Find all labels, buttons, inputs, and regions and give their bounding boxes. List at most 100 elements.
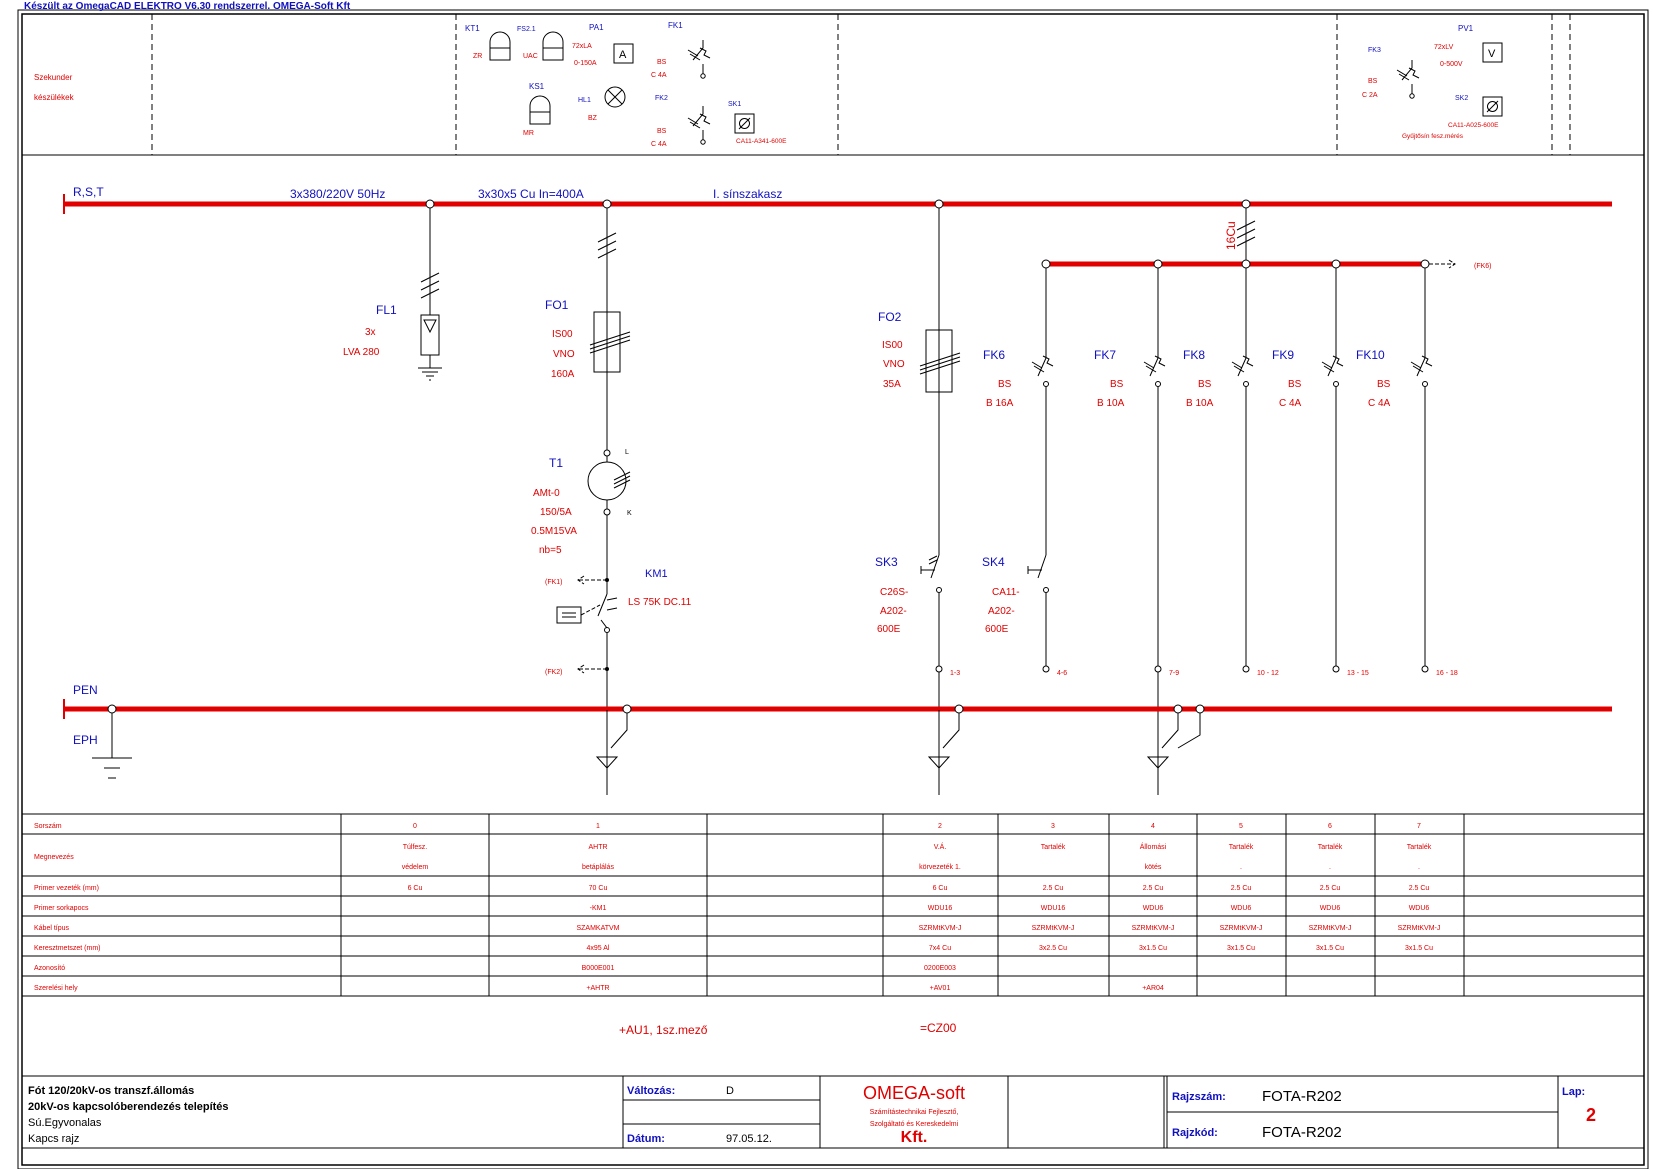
company-sub-1: Számítástechnikai Fejlesztő, xyxy=(870,1109,959,1116)
fuse-fo2-icon xyxy=(925,329,953,393)
sheet-frame xyxy=(21,13,1645,1166)
table-cell: WDU6 xyxy=(1231,905,1252,912)
label-pa1: PA1 xyxy=(589,23,604,32)
label-t1-c: 0.5M15VA xyxy=(531,526,577,537)
table-cell: 3x1.5 Cu xyxy=(1405,945,1433,952)
label-fk2-a: BS xyxy=(657,128,667,135)
table-cell: . xyxy=(1418,864,1420,871)
main-busbar: R,S,T 3x380/220V 50Hz 3x30x5 Cu In=400A … xyxy=(63,185,1612,214)
label-t1-k: K xyxy=(627,510,632,517)
location-au: +AU1, 1sz.mező xyxy=(619,1023,708,1037)
table-row-label: Megnevezés xyxy=(34,854,74,861)
label-fk9: FK9 xyxy=(1272,348,1294,362)
label-fk2-b: C 4A xyxy=(651,141,667,148)
label-fo1: FO1 xyxy=(545,298,569,312)
table-cell: WDU6 xyxy=(1143,905,1164,912)
table-cell: WDU6 xyxy=(1409,905,1430,912)
table-cell: 3x1.5 Cu xyxy=(1316,945,1344,952)
table-row-label: Primer vezeték (mm) xyxy=(34,885,99,892)
label-sk3-b: A202- xyxy=(880,606,907,617)
project-line-3: Sú.Egyvonalas xyxy=(28,1117,102,1129)
label-fk10-b: C 4A xyxy=(1368,398,1391,409)
label-t1-l: L xyxy=(625,449,629,456)
label-fk1-a: BS xyxy=(657,59,667,66)
label-kt1: KT1 xyxy=(465,24,480,33)
label-pen: PEN xyxy=(73,683,98,697)
label-fo1-b: VNO xyxy=(553,349,575,360)
ammeter-icon xyxy=(613,43,634,64)
table-cell: Tartalék xyxy=(1407,844,1432,851)
switch-sk1-icon xyxy=(734,113,755,134)
table-cell: +AHTR xyxy=(586,985,609,992)
table-cell: 7 xyxy=(1417,823,1421,830)
cable-earth-3-icon xyxy=(1146,713,1201,795)
table-cell: 6 Cu xyxy=(933,885,948,892)
label-sk3: SK3 xyxy=(875,555,898,569)
label-rail: 3x30x5 Cu In=400A xyxy=(478,187,584,201)
label-bz: BZ xyxy=(588,115,598,122)
label-fo2: FO2 xyxy=(878,310,902,324)
branch-fo1: FO1 IS00 VNO 160A L K T1 AMt-0 150/5A 0.… xyxy=(531,208,692,710)
label-sk2-a: CA11-A025-600E xyxy=(1448,122,1499,129)
rajzkod-value: FOTA-R202 xyxy=(1262,1124,1342,1141)
table-cell: védelem xyxy=(402,864,429,871)
table-row-label: Azonosító xyxy=(34,965,65,972)
label-section: I. sínszakasz xyxy=(713,187,782,201)
table-cell: 2 xyxy=(938,823,942,830)
label-fk1: FK1 xyxy=(668,21,683,30)
label-fo1-a: IS00 xyxy=(552,329,573,340)
table-cell: +AR04 xyxy=(1142,985,1164,992)
label-fs21: FS2.1 xyxy=(517,26,536,33)
ground-icon xyxy=(418,367,442,381)
table-cell: SZRMtKVM-J xyxy=(1032,925,1075,932)
table-cell: 4x95 Al xyxy=(587,945,610,952)
label-ks1: KS1 xyxy=(529,82,545,91)
table-cell: 2.5 Cu xyxy=(1409,885,1430,892)
label-fk6-a: BS xyxy=(998,379,1012,390)
table-cell: 3x1.5 Cu xyxy=(1139,945,1167,952)
rajzkod-label: Rajzkód: xyxy=(1172,1127,1218,1139)
valtozas-label: Változás: xyxy=(627,1085,675,1097)
rajzszam-label: Rajzszám: xyxy=(1172,1091,1226,1103)
label-km1-a: LS 75K DC.11 xyxy=(628,597,692,608)
table-cell: SZRMtKVM-J xyxy=(1398,925,1441,932)
label-fk6-b: B 16A xyxy=(986,398,1014,409)
label-sub-cable: 16Cu xyxy=(1224,221,1238,250)
relay-fs21-icon xyxy=(542,31,564,61)
label-fk2-ref: (FK2) xyxy=(545,669,563,676)
label-fk1-ref: (FK1) xyxy=(545,579,563,586)
table-cell: 2.5 Cu xyxy=(1320,885,1341,892)
branch-fl1: FL1 3x LVA 280 xyxy=(343,208,442,381)
table-row-label: Primer sorkapocs xyxy=(34,905,89,912)
switch-sk4-icon xyxy=(1027,554,1047,579)
table-cell: . xyxy=(1329,864,1331,871)
earth-icon xyxy=(92,757,132,779)
label-fk8-a: BS xyxy=(1198,379,1212,390)
table-cell: 2.5 Cu xyxy=(1143,885,1164,892)
lap-label: Lap: xyxy=(1562,1086,1585,1098)
label-sk4-a: CA11- xyxy=(992,587,1020,598)
table-cell: 3x1.5 Cu xyxy=(1227,945,1255,952)
label-terminal-1-3: 1-3 xyxy=(950,670,960,677)
label-fo1-c: 160A xyxy=(551,369,575,380)
table-cell: betáplálás xyxy=(582,864,614,871)
breaker-fk3-icon xyxy=(1396,60,1420,96)
label-fk3-b: C 2A xyxy=(1362,92,1378,99)
secondary-title-1: Szekunder xyxy=(34,73,73,82)
table-cell: SZRMtKVM-J xyxy=(919,925,962,932)
breaker-fk1-icon xyxy=(687,40,711,76)
table-cell: Tartalék xyxy=(1041,844,1066,851)
table-row-label: Sorszám xyxy=(34,823,62,830)
pen-busbar: PEN EPH xyxy=(63,683,1612,795)
label-fk6: FK6 xyxy=(983,348,1005,362)
table-cell: . xyxy=(1240,864,1242,871)
label-hl1: HL1 xyxy=(578,97,591,104)
label-fk10: FK10 xyxy=(1356,348,1385,362)
table-cell: körvezeték 1. xyxy=(919,864,961,871)
table-cell: SZRMtKVM-J xyxy=(1309,925,1352,932)
table-cell: Tartalék xyxy=(1229,844,1254,851)
table-cell: 70 Cu xyxy=(589,885,608,892)
label-fk1-b: C 4A xyxy=(651,72,667,79)
relay-kt1-icon xyxy=(489,31,511,61)
